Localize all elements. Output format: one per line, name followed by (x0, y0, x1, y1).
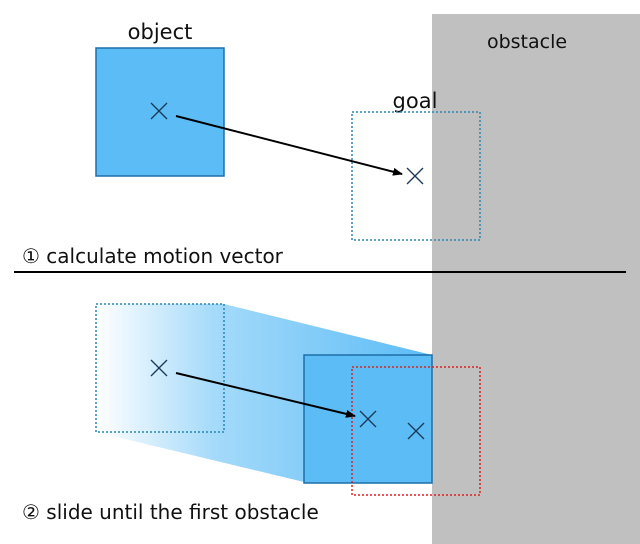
start-center-mark (150, 359, 168, 377)
target-center-mark (407, 422, 425, 440)
goal-outline (351, 111, 481, 241)
goal-label: goal (393, 89, 438, 113)
obstacle-label: obstacle (487, 31, 567, 53)
slide-vector-arrow (175, 372, 356, 418)
goal-center-mark (406, 167, 424, 185)
motion-vector-arrow (175, 115, 403, 176)
slid-center-mark (359, 410, 377, 428)
object-label: object (128, 20, 193, 44)
obstacle-region (432, 14, 640, 544)
step2-caption: ② slide until the first obstacle (22, 500, 319, 524)
collision-outline (351, 366, 481, 496)
start-outline (95, 303, 225, 433)
object-center-mark (150, 102, 168, 120)
step1-caption: ① calculate motion vector (22, 244, 284, 268)
